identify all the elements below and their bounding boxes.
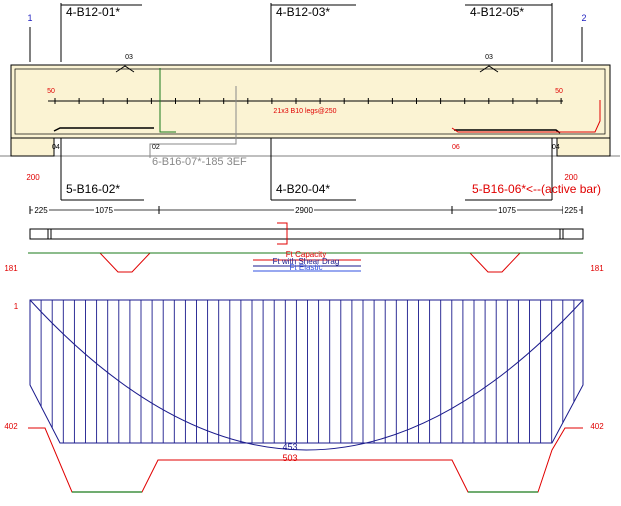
active-bar-red — [451, 100, 601, 133]
grid-label-1: 1 — [27, 13, 32, 23]
bottom-bar-label-04: 4-B20-04* — [276, 182, 330, 196]
beam-inner-outline — [14, 68, 606, 135]
grid-label-2: 2 — [581, 13, 586, 23]
strip-red-marker — [277, 222, 288, 245]
top-rebar-ticks — [54, 98, 562, 104]
value-181-right: 181 — [590, 264, 604, 273]
legend-ft-shear-drag: Ft with Shear Drag — [273, 257, 340, 266]
dim-50-left: 50 — [47, 88, 55, 95]
right-chevron — [479, 65, 499, 73]
support-code-right: 03 — [485, 54, 493, 61]
stirrup-spec: 21x3 B10 legs@250 — [273, 108, 336, 115]
top-bar-label-01: 4-B12-01* — [66, 5, 120, 19]
dim-200-right: 200 — [564, 173, 578, 182]
shear-drag-verticals — [29, 300, 575, 443]
bottom-bar-label-02: 5-B16-02* — [66, 182, 120, 196]
mark-04-left: 04 — [52, 144, 60, 151]
grid-line-2: 2 — [581, 13, 587, 62]
bar-strip — [29, 228, 584, 240]
mark-06: 06 — [452, 144, 460, 151]
bottom-bar-leaders — [60, 138, 553, 201]
right-support — [556, 137, 611, 157]
dim-200-left: 200 — [26, 173, 40, 182]
legend: Ft Capacity Ft with Shear Drag Ft Elasti… — [253, 250, 361, 272]
ft-capacity-lower — [28, 427, 583, 493]
value-453: 453 — [282, 442, 297, 452]
top-bar-leaders — [60, 3, 553, 62]
value-402-right: 402 — [590, 422, 604, 431]
value-181-left: 181 — [4, 264, 18, 273]
value-402-left: 402 — [4, 422, 18, 431]
grid-line-1: 1 — [27, 13, 33, 62]
legend-ft-capacity: Ft Capacity — [286, 250, 326, 259]
value-1: 1 — [14, 302, 19, 311]
left-support — [10, 137, 55, 157]
top-bar-label-03: 4-B12-03* — [276, 5, 330, 19]
span-2900: 2900 — [295, 206, 313, 215]
inactive-bar-label: 6-B16-07*-185 3EF — [152, 156, 247, 168]
ft-elastic-curve — [29, 299, 584, 451]
top-bar-label-05: 4-B12-05* — [470, 5, 524, 19]
legend-ft-elastic: Ft Elastic — [290, 263, 323, 272]
bottom-bar-label-06: 5-B16-06*<--(active bar) — [472, 182, 601, 196]
support-code-left: 03 — [125, 54, 133, 61]
green-bar-leader — [159, 68, 176, 133]
shear-drag-envelope — [29, 299, 584, 444]
span-225-right: 225 — [564, 206, 578, 215]
span-1075-left: 1075 — [95, 206, 113, 215]
inactive-bar-leader — [149, 86, 237, 158]
mark-02: 02 — [152, 144, 160, 151]
mark-04-right: 04 — [552, 144, 560, 151]
left-chevron — [115, 65, 135, 73]
span-225-left: 225 — [34, 206, 48, 215]
value-503: 503 — [282, 453, 297, 463]
dim-50-right: 50 — [555, 88, 563, 95]
bottom-bar-left-hook — [53, 127, 154, 132]
span-1075-right: 1075 — [498, 206, 516, 215]
